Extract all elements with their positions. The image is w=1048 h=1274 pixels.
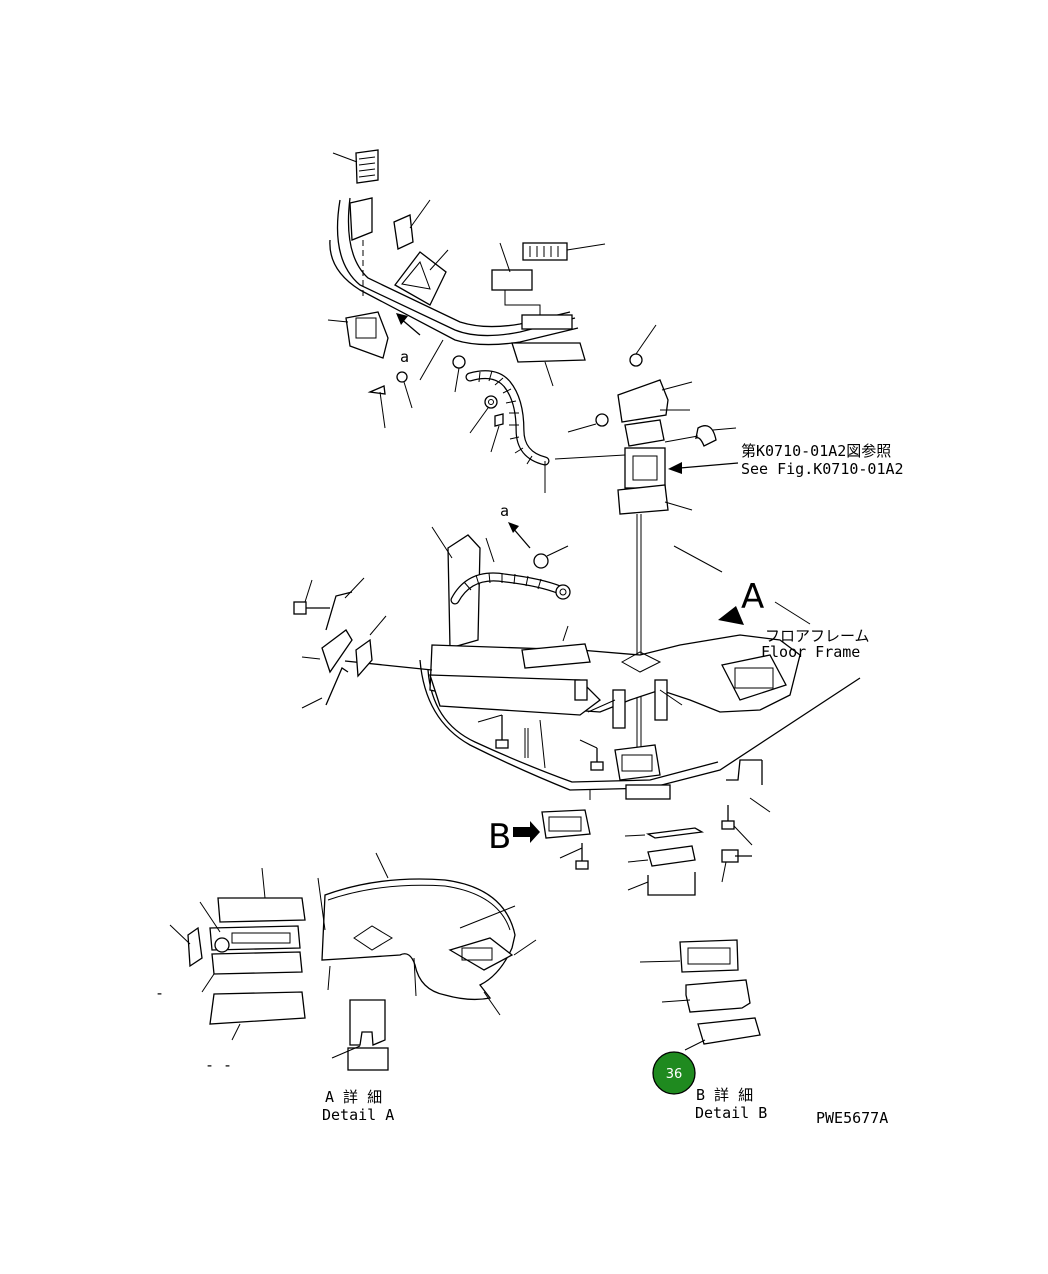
dash-mark-2: - - — [205, 1056, 232, 1074]
detail-b-label-en: Detail B — [695, 1104, 767, 1122]
vent-louver-top — [332, 149, 379, 184]
reference-label-jp: 第K0710-01A2図参照 — [741, 442, 891, 460]
drawing-number: PWE5677A — [816, 1109, 888, 1127]
callout-circle[interactable] — [652, 1051, 696, 1095]
detail-a-group: - - - — [155, 852, 537, 1074]
b-view-assembly: B — [488, 759, 771, 896]
connector-assembly — [567, 324, 739, 760]
detail-a-label-en: Detail A — [322, 1106, 394, 1124]
detail-b-label-jp: B 詳 細 — [696, 1086, 753, 1104]
callout-number[interactable]: 36 — [666, 1067, 683, 1082]
floor-frame-label-jp: フロアフレーム — [765, 627, 870, 645]
floor-frame-label-en: Floor Frame — [761, 643, 860, 661]
view-marker-B: B — [488, 817, 511, 857]
reference-label-en: See Fig.K0710-01A2 — [741, 460, 904, 478]
view-marker-a-lower: a — [500, 502, 509, 520]
callout-badge-36[interactable]: 36 — [652, 1051, 696, 1095]
dash-mark-1: - — [155, 984, 164, 1002]
detail-b-group — [639, 939, 761, 1051]
view-marker-a-upper: a — [400, 348, 409, 366]
view-marker-A: A — [741, 577, 764, 617]
upper-duct-assembly: a — [327, 149, 626, 493]
floor-assembly: a — [293, 502, 870, 800]
detail-a-label-jp: A 詳 細 — [325, 1088, 382, 1106]
